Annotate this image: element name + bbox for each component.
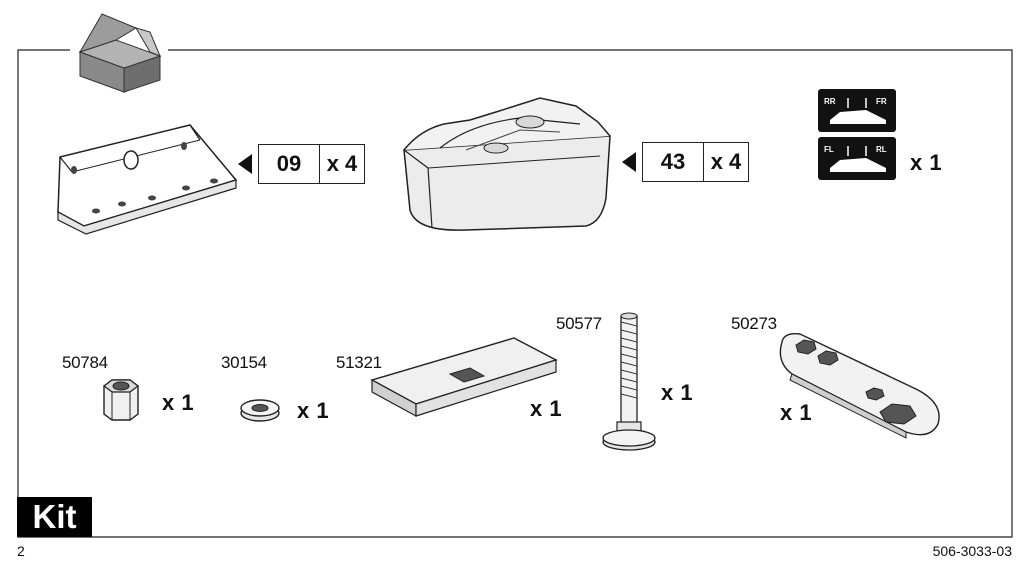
plate-icon [370, 337, 558, 418]
pointer-arrow-icon [622, 152, 636, 172]
bracket-part-icon [57, 124, 238, 235]
part-43-badge: 43 x 4 [622, 142, 749, 182]
part-quantity: x 4 [326, 151, 358, 176]
part-number-plate: 51321 [336, 353, 382, 372]
position-sticker-icon: RR FR FL RL [818, 89, 896, 180]
quantity-plate: x 1 [530, 396, 563, 421]
box-icon [78, 13, 162, 93]
foot-pad-part-icon [403, 97, 611, 231]
sticker-label-rr: RR [824, 97, 836, 106]
quantity-wrench: x 1 [780, 400, 813, 425]
quantity-bolt: x 1 [661, 380, 694, 405]
part-09-badge: 09 x 4 [238, 144, 365, 184]
sticker-label-rl: RL [876, 145, 887, 154]
part-number-washer: 30154 [221, 353, 267, 372]
part-number-wrench: 50273 [731, 314, 777, 333]
wrench-icon [779, 332, 940, 439]
sticker-label-fl: FL [824, 145, 834, 154]
bolt-icon [602, 312, 656, 451]
quantity-nut: x 1 [162, 390, 195, 415]
part-number-nut: 50784 [62, 353, 108, 372]
badge-box: 43 x 4 [642, 142, 749, 182]
part-code: 43 [643, 143, 704, 181]
kit-label: Kit [17, 497, 92, 537]
part-quantity: x 4 [710, 149, 742, 174]
badge-box: 09 x 4 [258, 144, 365, 184]
document-code: 506-3033-03 [932, 543, 1012, 559]
page-number: 2 [17, 543, 25, 559]
part-code: 09 [259, 145, 320, 183]
frame-border [17, 49, 1013, 538]
quantity-washer: x 1 [297, 398, 330, 423]
sticker-label-fr: FR [876, 97, 887, 106]
hex-nut-icon [103, 379, 139, 421]
part-number-bolt: 50577 [556, 314, 602, 333]
washer-icon [240, 399, 280, 422]
sticker-quantity: x 1 [910, 150, 943, 175]
pointer-arrow-icon [238, 154, 252, 174]
